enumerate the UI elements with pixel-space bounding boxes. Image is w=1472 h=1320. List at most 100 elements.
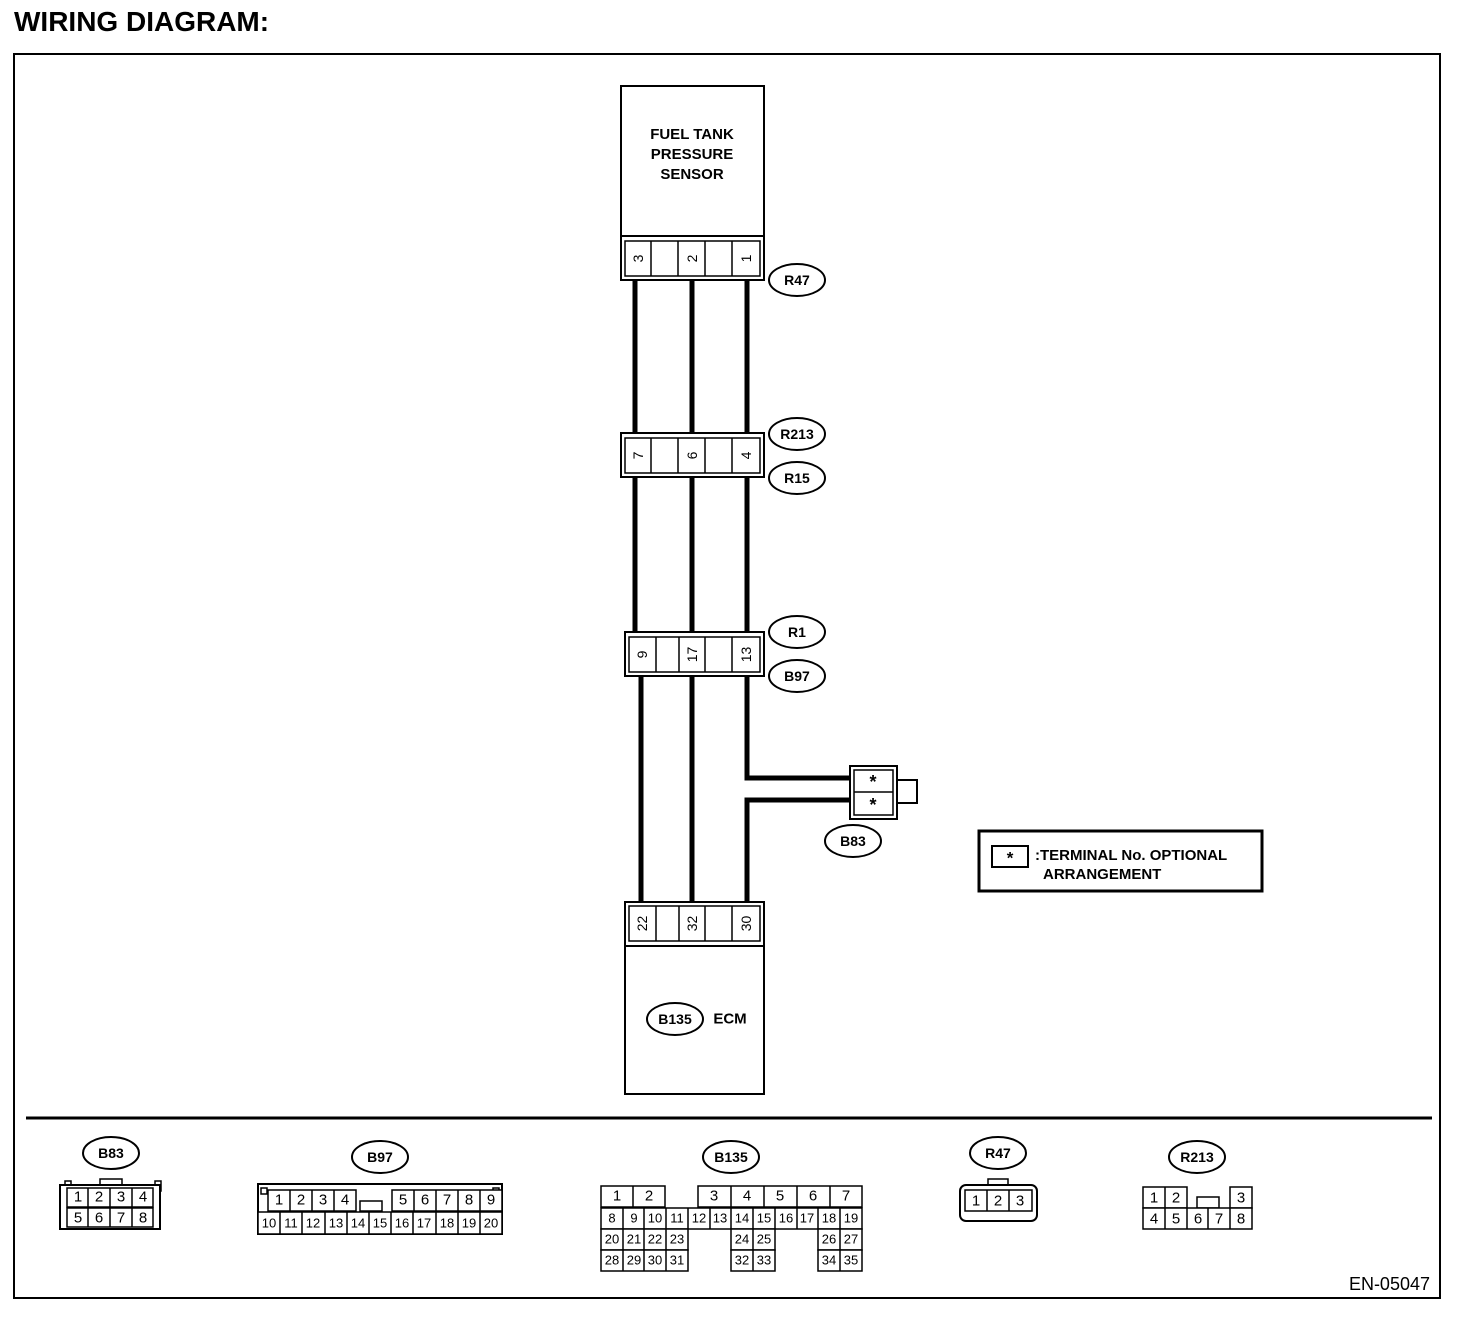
face-pin: 16 [395, 1216, 409, 1231]
r47-pin-label: 1 [738, 254, 754, 262]
connector-tag-b135 [646, 1002, 704, 1036]
sensor-label-line-3: SENSOR [660, 166, 724, 183]
connector-tag-r213: R213 [768, 417, 826, 451]
face-pin: 2 [994, 1193, 1002, 1210]
face-pin: 14 [735, 1211, 749, 1226]
face-view-b97: B97 1 2 3 4 5 6 7 8 9 10 1 [257, 1140, 503, 1235]
svg-text:B97: B97 [784, 668, 810, 684]
connector-b83: * * [849, 765, 918, 820]
face-pin: 8 [1237, 1211, 1245, 1228]
face-pin: 8 [465, 1192, 473, 1209]
face-pin: 5 [1172, 1211, 1180, 1228]
sensor-label-line-1: FUEL TANK [650, 126, 734, 143]
face-pin: 7 [842, 1188, 850, 1205]
connector-r1-b97: 9 17 13 [624, 631, 765, 677]
face-pin: 21 [627, 1232, 641, 1247]
figure-code: EN-05047 [1349, 1274, 1430, 1294]
legend-symbol: * [1007, 849, 1014, 868]
face-pin: 20 [484, 1216, 498, 1231]
face-pin: 4 [139, 1189, 147, 1206]
face-pin: 11 [670, 1211, 684, 1226]
ecm-label: ECM [713, 1011, 746, 1028]
face-pin: 6 [809, 1188, 817, 1205]
face-pin: 2 [1172, 1190, 1180, 1207]
face-pin: 5 [399, 1192, 407, 1209]
face-pin: 3 [1016, 1193, 1024, 1210]
r1-pin-label: 13 [738, 647, 754, 663]
face-pin: 3 [1237, 1190, 1245, 1207]
ecm-pin-label: 30 [738, 916, 754, 932]
face-pin: 19 [462, 1216, 476, 1231]
face-pin: 12 [306, 1216, 320, 1231]
face-pin: 3 [319, 1192, 327, 1209]
face-pin: 23 [670, 1232, 684, 1247]
connector-tag-r1: R1 [768, 615, 826, 649]
ecm-pin-label: 22 [634, 916, 650, 932]
face-pin: 22 [648, 1232, 662, 1247]
face-pin: 4 [1150, 1211, 1158, 1228]
r47-pin-label: 2 [684, 254, 700, 262]
sensor-label-line-2: PRESSURE [651, 146, 734, 163]
face-pin: 1 [275, 1192, 283, 1209]
face-pin: 3 [710, 1188, 718, 1205]
connector-tag-b97: B97 [768, 659, 826, 693]
r213-pin-label: 4 [738, 451, 754, 459]
face-view-label: B83 [98, 1145, 124, 1161]
face-pin: 14 [351, 1216, 365, 1231]
diagram-frame [13, 53, 1441, 1299]
face-pin: 2 [645, 1188, 653, 1205]
face-pin: 16 [779, 1211, 793, 1226]
face-view-r213: R213 1 2 3 4 5 6 7 8 [1142, 1140, 1253, 1230]
face-pin: 18 [822, 1211, 836, 1226]
page-title: WIRING DIAGRAM: [14, 6, 270, 37]
face-pin: 7 [1215, 1211, 1223, 1228]
face-pin: 9 [630, 1211, 637, 1226]
b83-pin-label: * [869, 772, 876, 792]
ecm: B135 ECM [624, 945, 765, 1095]
face-pin: 35 [844, 1253, 858, 1268]
face-pin: 20 [605, 1232, 619, 1247]
connector-tag-b83: B83 [824, 824, 882, 858]
face-pin: 29 [627, 1253, 641, 1268]
face-pin: 5 [776, 1188, 784, 1205]
face-pin: 10 [648, 1211, 662, 1226]
face-pin: 12 [692, 1211, 706, 1226]
face-pin: 19 [844, 1211, 858, 1226]
face-pin: 27 [844, 1232, 858, 1247]
legend-text-line-1: :TERMINAL No. OPTIONAL [1035, 847, 1227, 864]
r213-pin-label: 6 [684, 451, 700, 459]
ecm-pin-label: 32 [684, 916, 700, 932]
face-pin: 17 [417, 1216, 431, 1231]
face-pin: 7 [443, 1192, 451, 1209]
r1-pin-label: 17 [684, 647, 700, 663]
face-pin: 5 [74, 1210, 82, 1227]
face-pin: 6 [1194, 1211, 1202, 1228]
face-pin: 1 [1150, 1190, 1158, 1207]
legend-text-line-2: ARRANGEMENT [1043, 866, 1161, 883]
face-pin: 1 [74, 1189, 82, 1206]
face-pin: 8 [608, 1211, 615, 1226]
face-view-b135: B135 [600, 1140, 863, 1272]
face-pin: 3 [117, 1189, 125, 1206]
r47-pin-label: 3 [630, 254, 646, 262]
face-view-label: R47 [985, 1145, 1011, 1161]
face-pin: 1 [972, 1193, 980, 1210]
face-pin: 34 [822, 1253, 836, 1268]
face-pin: 7 [117, 1210, 125, 1227]
face-pin: 28 [605, 1253, 619, 1268]
face-pin: 25 [757, 1232, 771, 1247]
face-pin: 6 [95, 1210, 103, 1227]
face-pin: 6 [421, 1192, 429, 1209]
b83-pin-label: * [869, 795, 876, 815]
legend-box: * :TERMINAL No. OPTIONAL ARRANGEMENT [977, 829, 1264, 893]
svg-text:R15: R15 [784, 470, 810, 486]
wire-b83-to-ecm [744, 797, 852, 905]
face-pin: 10 [262, 1216, 276, 1231]
connector-tag-r47: R47 [768, 263, 826, 297]
face-pin: 2 [95, 1189, 103, 1206]
svg-text:R47: R47 [784, 272, 810, 288]
face-pin: 33 [757, 1253, 771, 1268]
face-pin: 4 [743, 1188, 751, 1205]
svg-text:B83: B83 [840, 833, 866, 849]
